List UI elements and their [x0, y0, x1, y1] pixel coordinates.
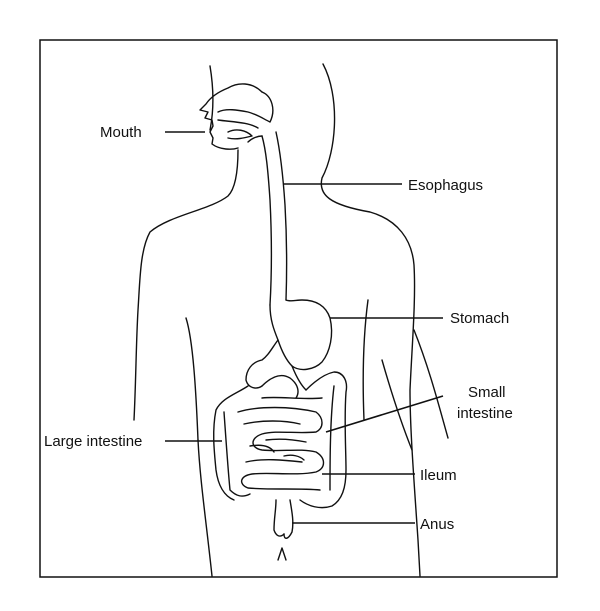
label-small-intestine-line1: Small	[468, 384, 506, 401]
large-intestine-organ	[213, 371, 348, 539]
label-esophagus: Esophagus	[408, 177, 483, 194]
head-profile	[199, 83, 274, 150]
small-intestine-organ	[237, 406, 325, 491]
esophagus-tube	[261, 131, 288, 306]
label-large-intestine: Large intestine	[44, 433, 142, 450]
stomach-organ	[245, 299, 333, 391]
label-mouth: Mouth	[100, 124, 142, 141]
diagram-border	[39, 39, 558, 578]
label-small-intestine-line2: intestine	[457, 405, 513, 422]
small-intestine-leader-line	[325, 395, 444, 433]
label-ileum: Ileum	[420, 467, 457, 484]
label-anus: Anus	[420, 516, 454, 533]
body-outline	[133, 63, 449, 577]
label-stomach: Stomach	[450, 310, 509, 327]
